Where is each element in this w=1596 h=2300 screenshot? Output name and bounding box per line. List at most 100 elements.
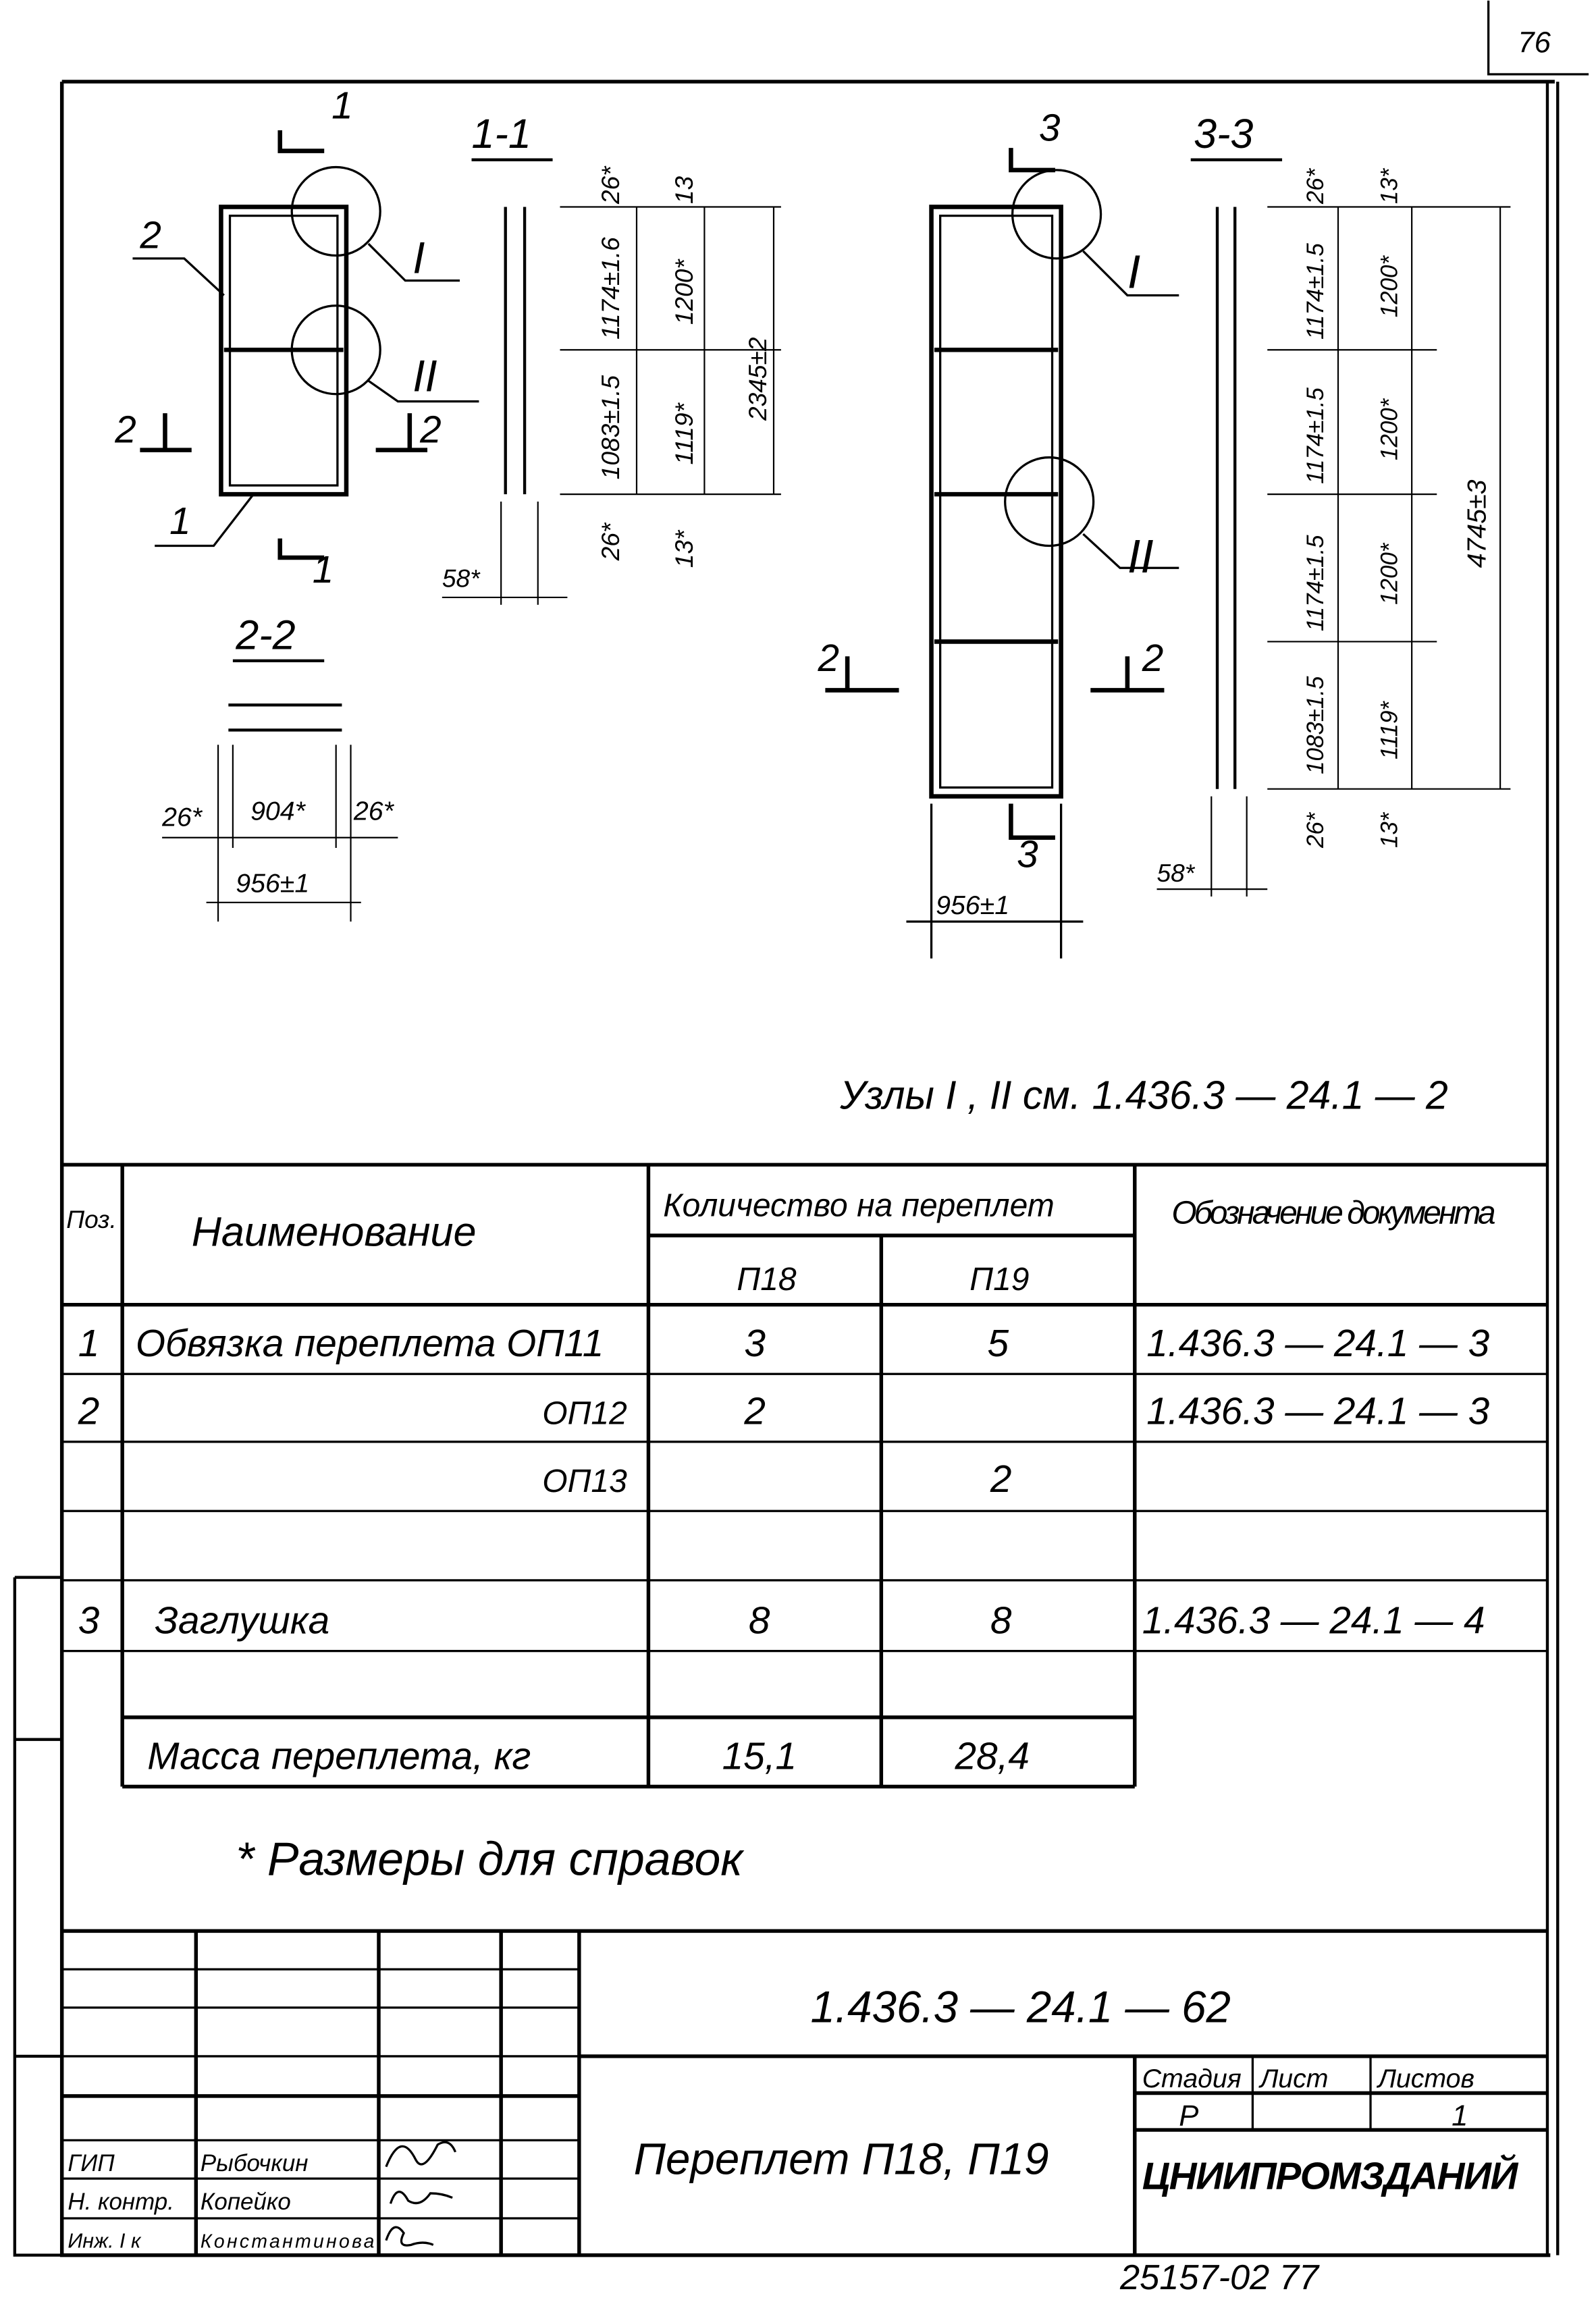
footnote: * Размеры для справок: [236, 1832, 745, 1885]
table-cell: 2: [419, 409, 442, 452]
frame-p19-view: 3 3 2 2 I II 956±1: [817, 107, 1179, 959]
table-cell: 1200*: [1376, 398, 1402, 460]
section-2-2: 2-2 26* 904* 26* 956±1: [161, 612, 398, 922]
table-cell: 13*: [1376, 167, 1402, 204]
table-cell: 15,1: [722, 1735, 797, 1777]
table-cell: 3: [1039, 107, 1061, 149]
specification-table: Поз. Наименование Количество на переплет…: [61, 1162, 1547, 1789]
table-cell: 1-1: [472, 111, 531, 157]
table-cell: 2: [817, 637, 839, 680]
table-cell: 13: [670, 176, 698, 204]
table-cell: ОП12: [542, 1396, 627, 1432]
table-cell: ГИП: [68, 2150, 115, 2176]
table-cell: 58*: [1157, 859, 1196, 887]
table-cell: 1119*: [670, 402, 698, 464]
drawing-title: Переплет П18, П19: [634, 2135, 1049, 2184]
table-cell: 956±1: [936, 890, 1009, 920]
table-row: 3 Заглушка 8 8 1.436.3 — 24.1 — 4: [78, 1599, 1485, 1642]
table-cell: 3-3: [1194, 111, 1253, 157]
table-cell: 2: [78, 1391, 100, 1433]
signature-row: Инж. I к Константинова: [68, 2226, 434, 2253]
table-cell: 1200*: [1376, 542, 1402, 605]
table-cell: 13*: [1376, 811, 1402, 848]
table-cell: 1: [169, 500, 191, 543]
table-cell: 1174±1.6: [596, 237, 624, 340]
table-cell: 1: [78, 1322, 100, 1365]
table-cell: Наименование: [192, 1208, 477, 1254]
table-cell: 5: [987, 1322, 1009, 1365]
table-cell: Рыбочкин: [201, 2150, 309, 2176]
table-cell: 2: [743, 1391, 766, 1433]
table-cell: Константинова: [201, 2231, 375, 2253]
table-cell: П18: [737, 1262, 796, 1298]
table-cell: 4745±3: [1462, 479, 1491, 568]
table-cell: Инж. I к: [68, 2230, 142, 2253]
table-cell: 1: [1452, 2100, 1468, 2133]
table-row: 1 Обвязка переплета ОП11 3 5 1.436.3 — 2…: [78, 1322, 1490, 1365]
table-cell: Лист: [1258, 2064, 1328, 2093]
archive-code: 25157-02 77: [1119, 2258, 1320, 2297]
table-cell: 26*: [161, 802, 203, 832]
signature-row: ГИП Рыбочкин: [68, 2141, 457, 2176]
table-row: 2 ОП12 2 1.436.3 — 24.1 — 3: [78, 1391, 1490, 1433]
title-block: 1.436.3 — 24.1 — 62 Переплет П18, П19 Ст…: [61, 1929, 1547, 2255]
table-cell: 1083±1.5: [1302, 676, 1329, 774]
table-cell: 1200*: [670, 259, 698, 325]
table-cell: 1: [331, 85, 353, 128]
nodes-reference-note: Узлы I , II см. 1.436.3 — 24.1 — 2: [839, 1073, 1448, 1117]
table-cell: 904*: [250, 797, 307, 826]
table-cell: 956±1: [236, 869, 309, 899]
node-II-circle: [290, 304, 381, 396]
table-cell: 3: [744, 1322, 766, 1365]
table-cell: 1174±1.5: [1302, 243, 1329, 340]
table-cell: 2: [1142, 637, 1164, 680]
signature: [385, 2141, 457, 2168]
signature: [385, 2226, 434, 2247]
sheet-number: 76: [1518, 26, 1551, 59]
table-row: Масса переплета, кг 15,1 28,4: [147, 1735, 1030, 1777]
table-cell: 13*: [670, 529, 698, 568]
sheet-number-box: 76: [1487, 0, 1589, 76]
table-cell: 2: [990, 1458, 1012, 1501]
table-cell: Заглушка: [155, 1599, 329, 1642]
table-cell: Количество на переплет: [663, 1188, 1054, 1224]
table-cell: 1174±1.5: [1302, 535, 1329, 631]
table-cell: 8: [749, 1599, 770, 1642]
table-cell: 1174±1.5: [1302, 387, 1329, 484]
table-cell: 26*: [596, 165, 624, 205]
table-cell: Обозначение документа: [1171, 1196, 1495, 1231]
signature: [389, 2191, 453, 2205]
table-cell: 8: [990, 1599, 1012, 1642]
table-cell: Стадия: [1142, 2064, 1242, 2093]
table-cell: 2: [114, 409, 136, 452]
table-cell: 58*: [442, 564, 481, 593]
table-cell: 3: [1017, 833, 1038, 876]
table-row: ОП13 2: [542, 1458, 1011, 1501]
table-cell: I: [1127, 246, 1140, 298]
table-cell: Поз.: [66, 1205, 117, 1233]
table-cell: 26*: [596, 522, 624, 561]
table-cell: 1200*: [1376, 255, 1402, 318]
table-cell: 2-2: [235, 612, 295, 658]
table-cell: 1.436.3 — 24.1 — 3: [1146, 1322, 1489, 1365]
table-cell: 26*: [353, 797, 395, 826]
table-cell: Масса переплета, кг: [147, 1735, 531, 1777]
table-cell: 2: [139, 215, 161, 257]
table-cell: Копейко: [201, 2189, 291, 2215]
table-cell: ОП13: [542, 1464, 627, 1499]
table-cell: Листов: [1376, 2064, 1474, 2093]
organization: ЦНИИПРОМЗДАНИЙ: [1142, 2153, 1519, 2197]
section-1-1: 1-1 26* 1174±1.6 1083±1.5 26* 13 1200* 1…: [442, 111, 781, 605]
signature-row: Н. контр. Копейко: [68, 2189, 453, 2215]
table-cell: 26*: [1302, 811, 1329, 849]
table-cell: 1.436.3 — 24.1 — 4: [1142, 1599, 1485, 1642]
table-cell: 1.436.3 — 24.1 — 3: [1146, 1391, 1489, 1433]
main-frame: [13, 80, 1560, 2257]
table-cell: I: [413, 234, 425, 283]
frame-p18-view: 1 1 2 2 I II 2 1: [114, 85, 479, 591]
table-cell: 1083±1.5: [596, 375, 624, 480]
node-I-circle: [290, 165, 381, 257]
table-cell: Р: [1179, 2100, 1198, 2133]
node-II-circle: [1004, 456, 1095, 547]
